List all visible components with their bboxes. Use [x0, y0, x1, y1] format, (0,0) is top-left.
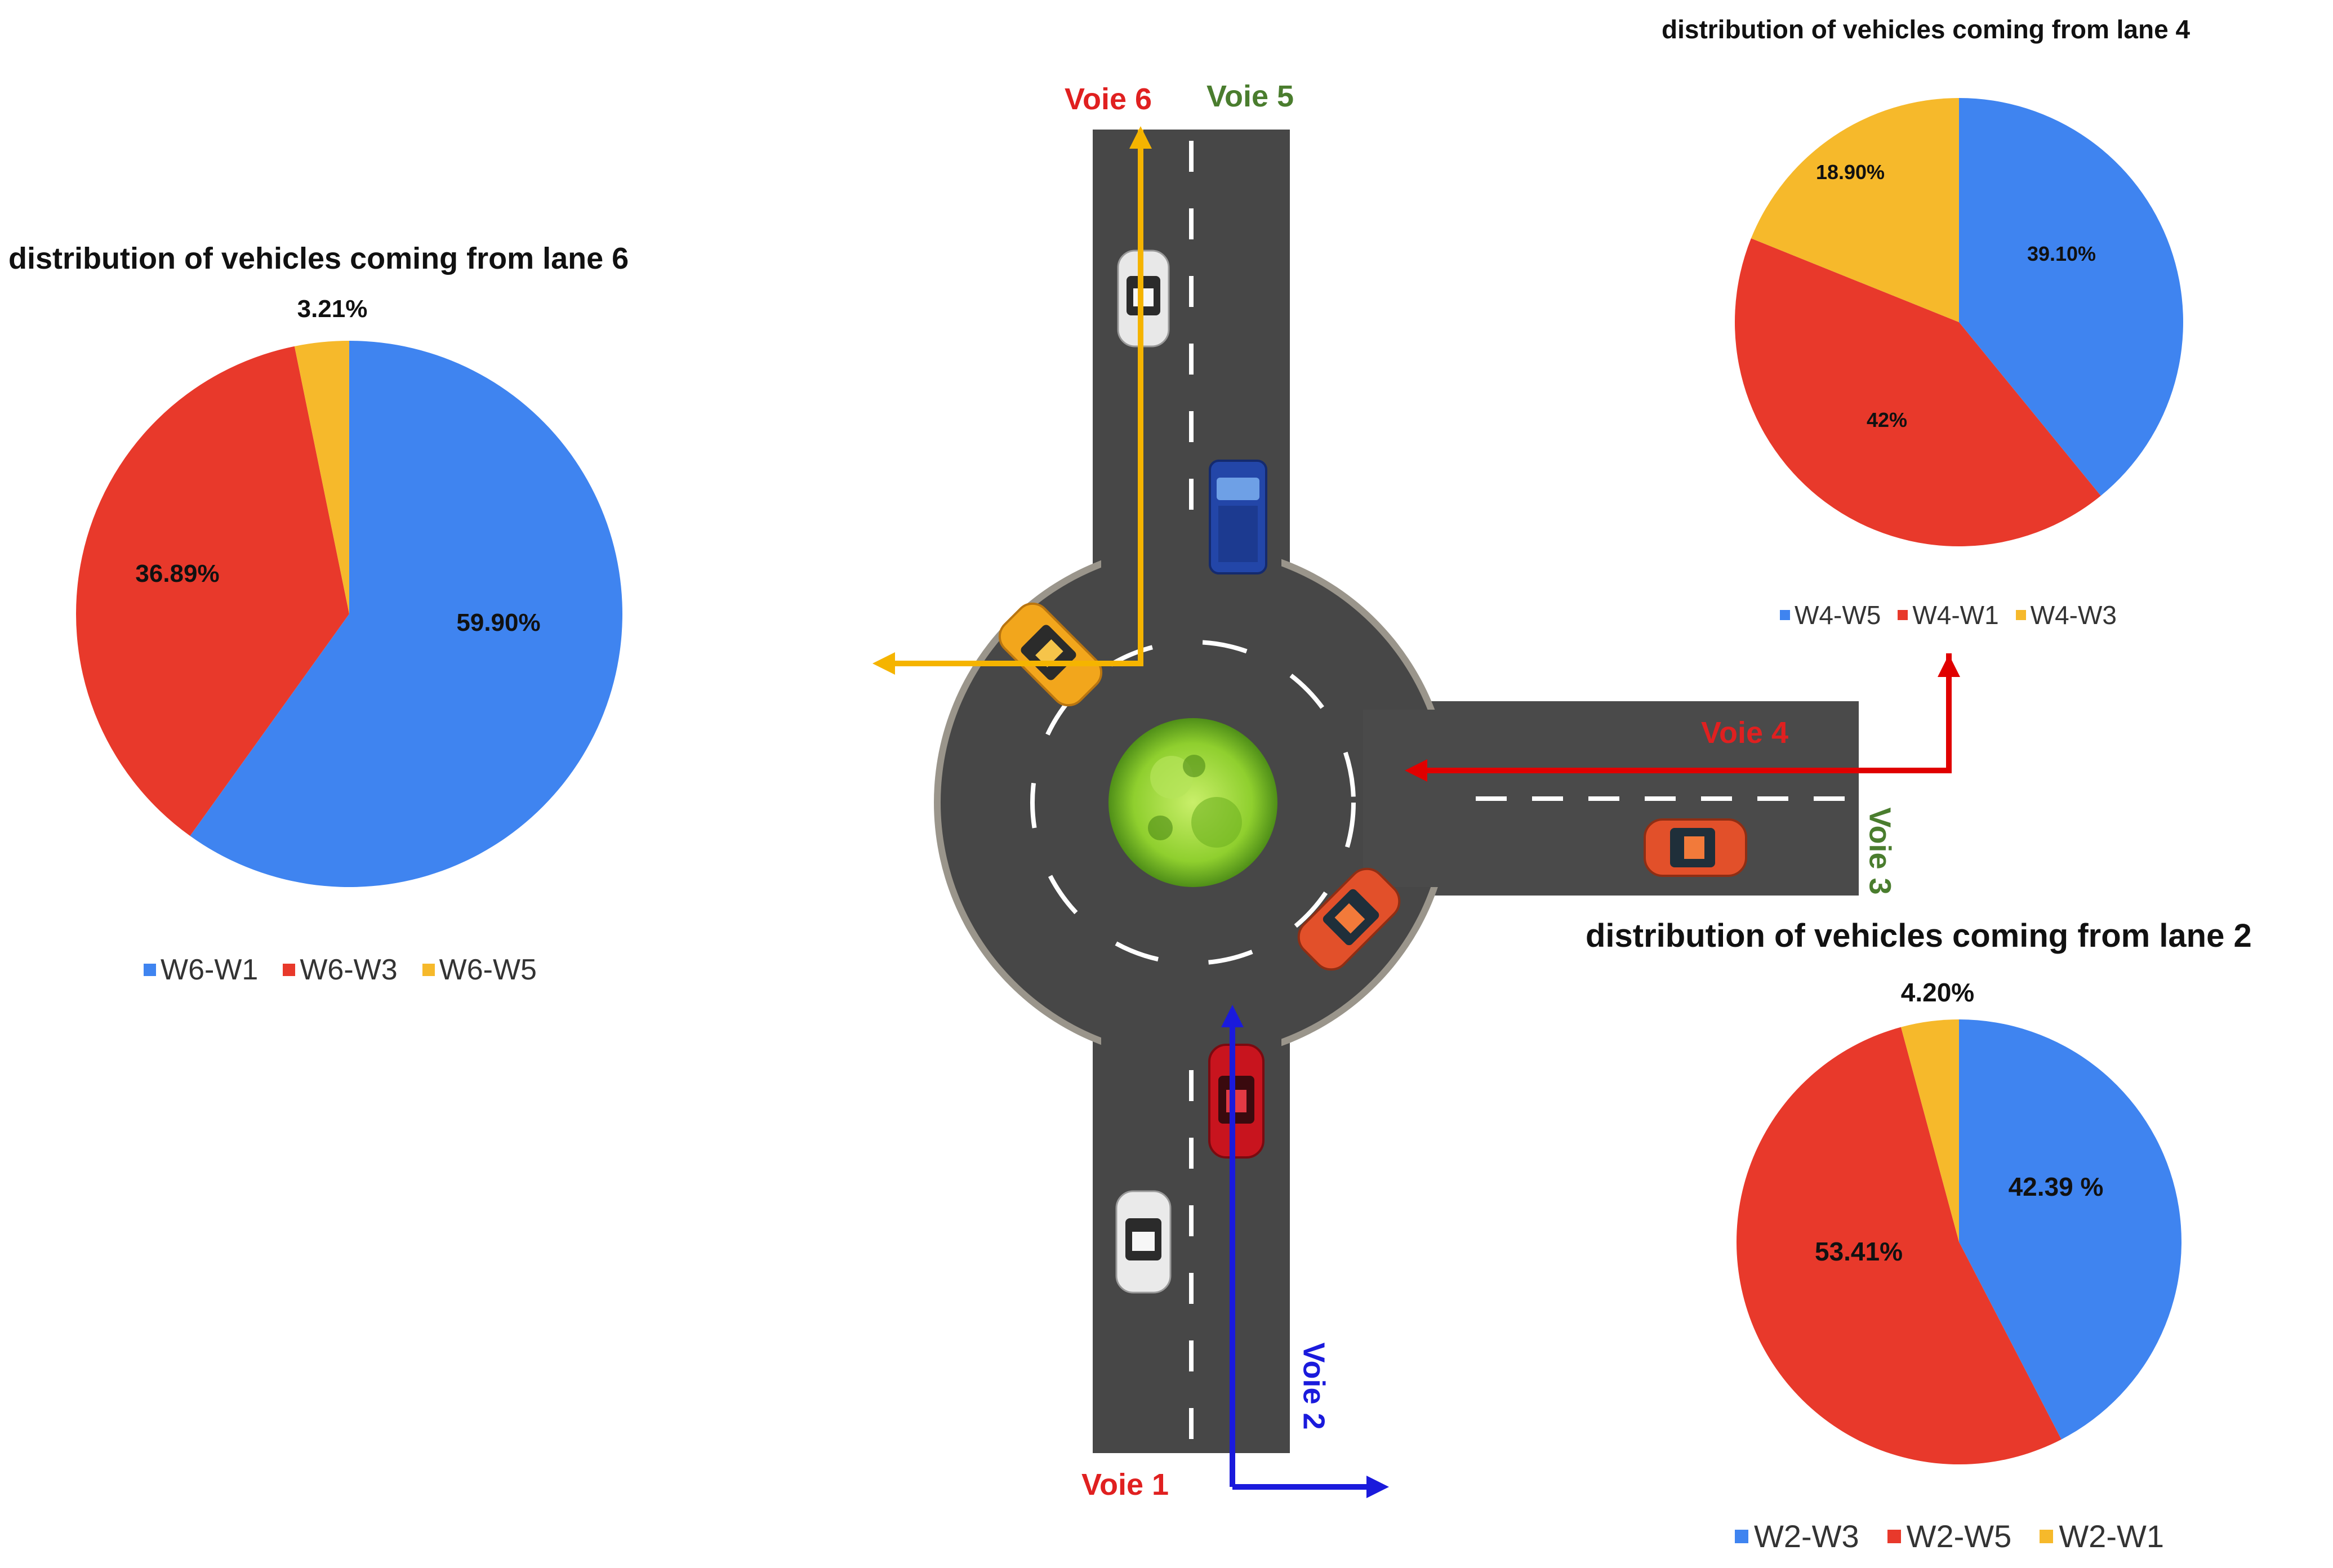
blue-pickup-north [1209, 460, 1267, 574]
pie-data-label: 4.20% [1901, 978, 1974, 1007]
lane-label-voie5: Voie 5 [1206, 79, 1294, 113]
red-car-south [1208, 1044, 1265, 1159]
flow-arrows [872, 126, 1960, 1498]
legend-label: W2-W1 [2059, 1518, 2164, 1554]
lane-label-voie1: Voie 1 [1081, 1468, 1169, 1502]
pie-slice-w6-w3 [76, 346, 349, 836]
legend-label: W6-W5 [439, 954, 537, 986]
pie-slice-w4-w5 [1959, 98, 2183, 496]
pie-data-label: 53.41% [1815, 1237, 1903, 1266]
orange-car-east [1644, 818, 1747, 877]
legend-swatch [283, 964, 296, 976]
road-network [934, 130, 1859, 1453]
pie-data-label: 18.90% [1816, 161, 1885, 184]
lane-label-voie4: Voie 4 [1701, 716, 1789, 750]
pie-data-label: 59.90% [456, 609, 540, 636]
central-island [1108, 718, 1277, 887]
legend-label: W4-W3 [2030, 600, 2117, 630]
pie-data-label: 42.39 % [2009, 1172, 2104, 1201]
pie-slice-w6-w1 [190, 341, 622, 887]
legend-item: W2-W3 [1735, 1518, 1859, 1554]
pie-slice-w2-w1 [1900, 1019, 1959, 1242]
pie-slice-w4-w1 [1734, 238, 2101, 547]
legend-item: W4-W1 [1898, 600, 1999, 630]
legend-swatch [1887, 1529, 1901, 1543]
lane-label-voie2: Voie 2 [1297, 1342, 1331, 1430]
legend-label: W2-W5 [1906, 1518, 2012, 1554]
legend-swatch [2040, 1529, 2054, 1543]
chart-title-lane6: distribution of vehicles coming from lan… [8, 242, 629, 275]
lane4-flow-arrow [1405, 653, 1952, 782]
lane6-flow-arrow [872, 130, 1143, 675]
pie-data-label: 3.21% [297, 295, 368, 323]
legend-swatch [422, 964, 435, 976]
legend-item: W2-W5 [1887, 1518, 2012, 1554]
legend-swatch [144, 964, 156, 976]
legend-lane2: W2-W3 W2-W5 W2-W1 [1735, 1518, 2164, 1554]
legend-label: W4-W5 [1795, 600, 1881, 630]
legend-lane6: W6-W1 W6-W3 W6-W5 [144, 953, 537, 987]
white-car-south [1115, 1190, 1172, 1294]
lane-label-voie3: Voie 3 [1863, 807, 1897, 895]
legend-swatch [1735, 1529, 1748, 1543]
pie-charts: 59.90% 36.89% 3.21% 39.10% 42% 18.90% 42.39 % 5… [76, 98, 2183, 1465]
roundabout-lane-markings [1030, 640, 1356, 965]
pie-slice-w4-w3 [1751, 98, 1959, 322]
legend-item: W4-W3 [2015, 600, 2117, 630]
chart-title-lane4: distribution of vehicles coming from lan… [1662, 15, 2190, 44]
pie-slice-w6-w5 [294, 341, 349, 614]
pie-data-label: 36.89% [135, 560, 219, 587]
pie-slice-w2-w3 [1959, 1019, 2181, 1440]
legend-swatch [1898, 610, 1908, 620]
legend-item: W4-W5 [1780, 600, 1881, 630]
legend-label: W2-W3 [1754, 1518, 1859, 1554]
legend-label: W6-W1 [161, 954, 259, 986]
pie-data-label: 39.10% [2027, 242, 2096, 265]
pie-slice-w2-w5 [1736, 1027, 2062, 1465]
orange-car-roundabout [1297, 867, 1401, 971]
legend-item: W2-W1 [2040, 1518, 2164, 1554]
pie-data-label: 42% [1867, 408, 1907, 431]
legend-item: W6-W3 [283, 953, 398, 987]
legend-label: W4-W1 [1912, 600, 1999, 630]
legend-label: W6-W3 [300, 954, 398, 986]
legend-item: W6-W1 [144, 953, 258, 987]
legend-lane4: W4-W5 W4-W1 W4-W3 [1780, 600, 2117, 630]
lane-label-voie6: Voie 6 [1065, 82, 1152, 116]
legend-item: W6-W5 [422, 953, 537, 987]
legend-swatch [2015, 610, 2026, 620]
chart-title-lane2: distribution of vehicles coming from lan… [1586, 917, 2252, 954]
legend-swatch [1780, 610, 1790, 620]
